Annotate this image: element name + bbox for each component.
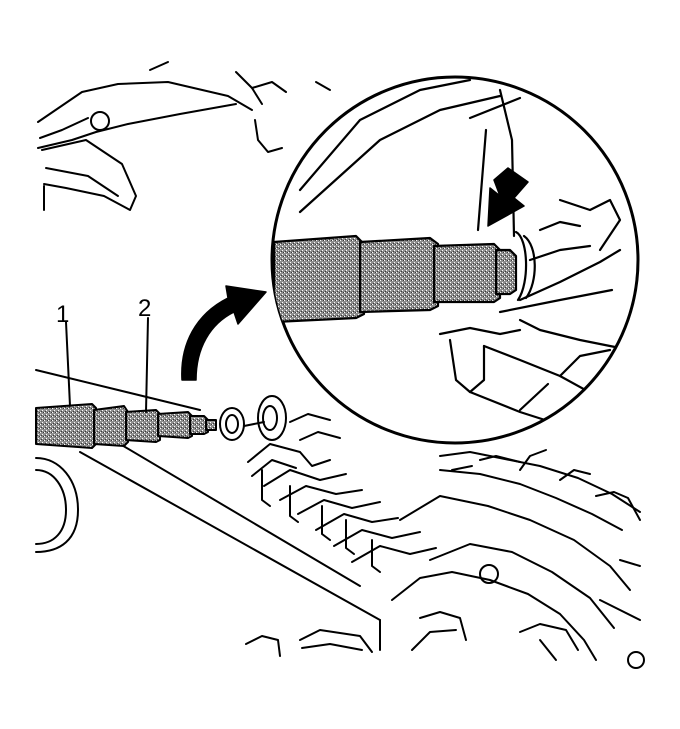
- upper-bracket: [37, 61, 331, 211]
- seal-installer-tool: [35, 403, 217, 449]
- zoom-detail: [270, 75, 640, 445]
- seal: [219, 407, 245, 441]
- callout-2-leader: [145, 317, 149, 413]
- seat-arrow-icon: [487, 167, 529, 227]
- zoom-arrow: [181, 285, 267, 381]
- seal-bore: [243, 395, 287, 441]
- end-cap: [35, 457, 79, 553]
- callout-1-label: 1: [56, 301, 70, 328]
- transmission-case: [35, 369, 645, 669]
- callout-1-leader: [65, 321, 71, 407]
- callout-2-label: 2: [138, 295, 152, 322]
